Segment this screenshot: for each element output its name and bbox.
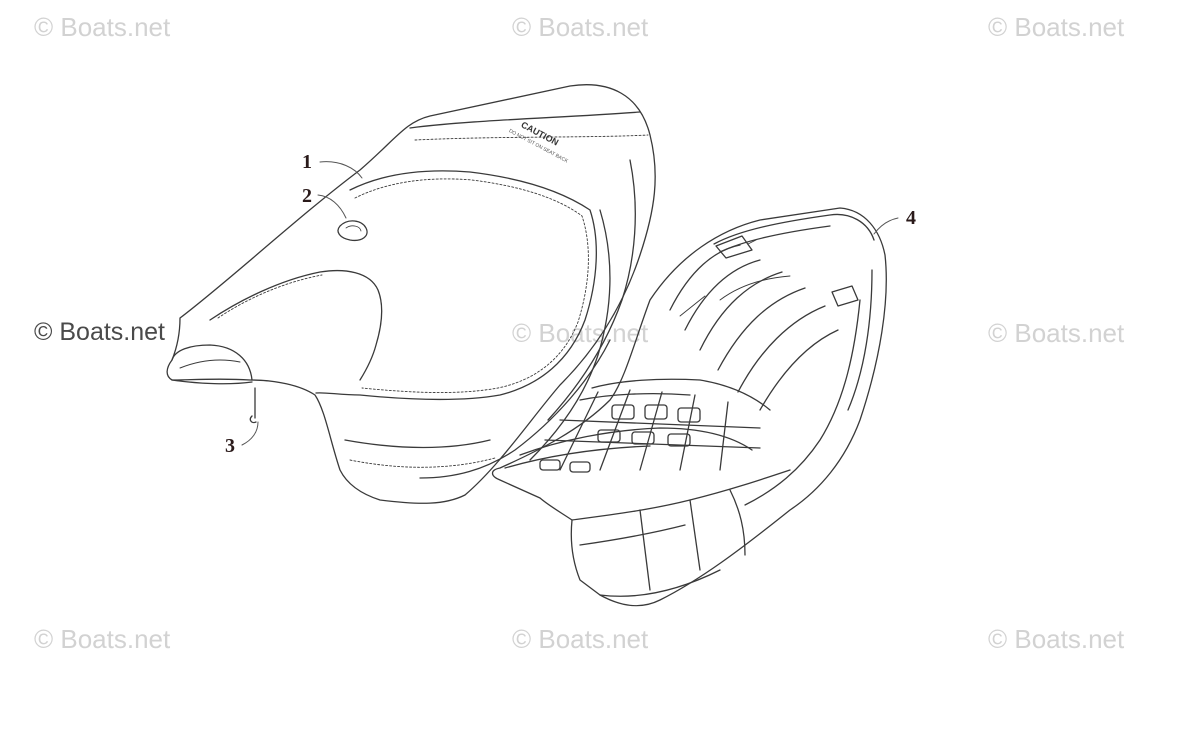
callout-2: 2	[302, 185, 312, 207]
watermark-bottom-left: © Boats.net	[34, 624, 171, 654]
watermark-bottom-center: © Boats.net	[512, 624, 649, 654]
watermark-mid-left: © Boats.net	[34, 318, 165, 346]
leader-2	[317, 194, 347, 219]
watermark-top-center: © Boats.net	[512, 12, 649, 42]
callout-3: 3	[225, 435, 235, 457]
seat-base-part	[491, 207, 887, 607]
watermark-mid-right: © Boats.net	[988, 318, 1125, 348]
watermark-bottom-right: © Boats.net	[988, 624, 1125, 654]
watermark-mid-center: © Boats.net	[512, 318, 649, 348]
watermark-top-left: © Boats.net	[34, 12, 171, 42]
leader-1	[319, 161, 363, 179]
leader-4	[873, 217, 899, 235]
leader-3	[241, 421, 259, 446]
latch-part	[249, 387, 257, 424]
emblem-part	[337, 220, 368, 242]
watermark-top-right: © Boats.net	[988, 12, 1125, 42]
seat-part: CAUTION DO NOT SIT ON SEAT BACK	[166, 84, 656, 504]
callout-4: 4	[906, 207, 916, 229]
callout-1: 1	[302, 151, 312, 173]
leader-lines	[241, 161, 899, 446]
